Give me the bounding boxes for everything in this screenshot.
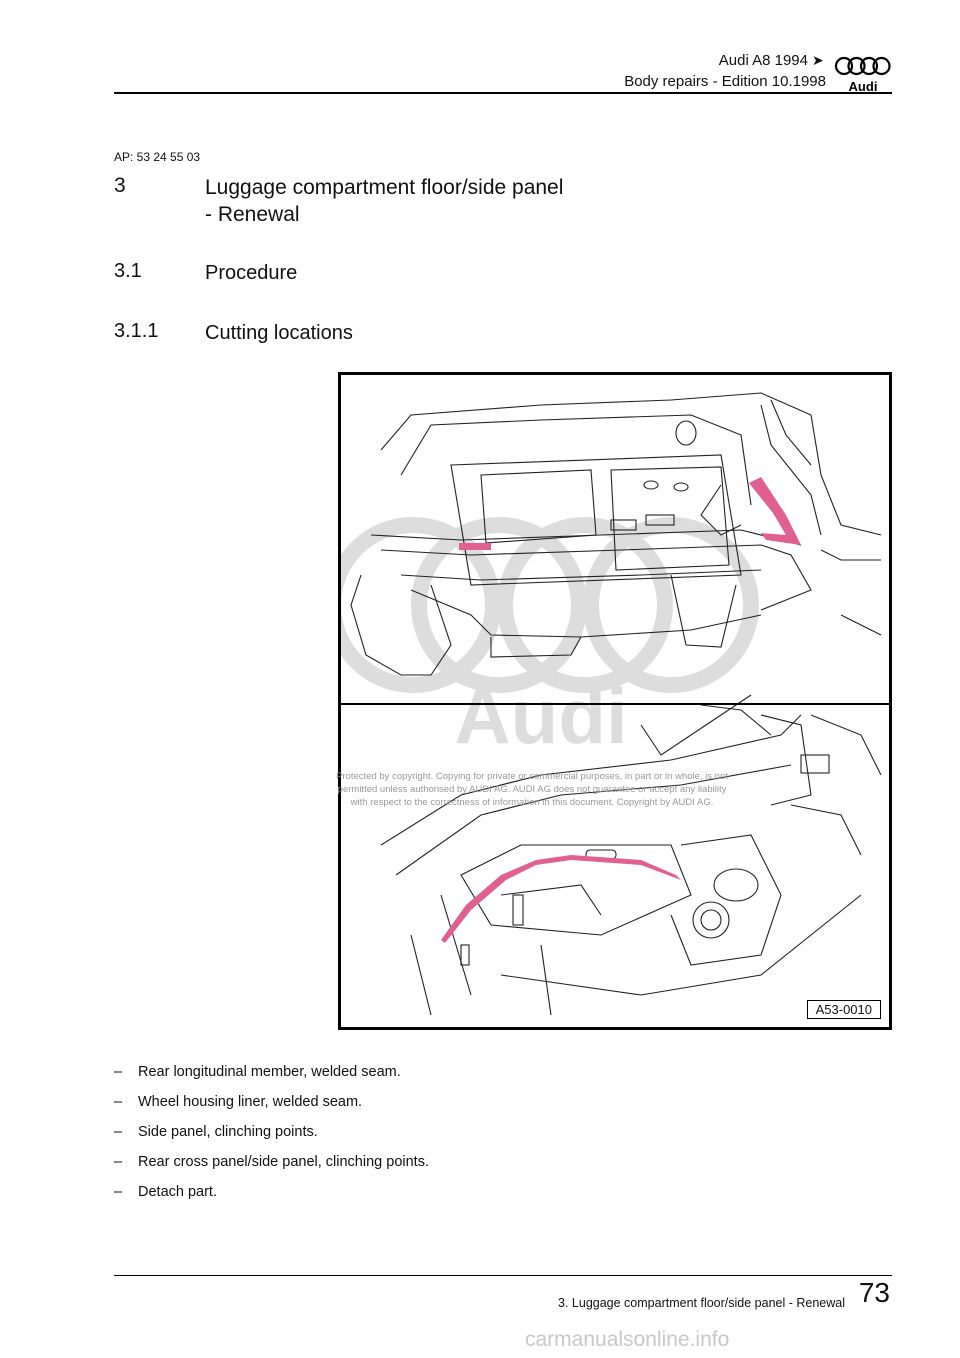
copyright-watermark: Protected by copyright. Copying for priv…	[312, 770, 752, 809]
dash-bullet: –	[114, 1154, 123, 1170]
cut-highlight-upper	[459, 477, 801, 550]
header-model: Audi A8 1994	[718, 52, 808, 69]
cutting-locations-figure: Audi	[338, 372, 892, 1030]
list-item: –Rear longitudinal member, welded seam.	[114, 1064, 874, 1094]
header-rule	[114, 92, 892, 94]
watermark-rings	[341, 517, 759, 693]
heading-3-1-1-number: 3.1.1	[114, 320, 159, 342]
watermark-line-1: Protected by copyright. Copying for priv…	[336, 771, 728, 782]
ap-number: AP: 53 24 55 03	[114, 150, 201, 164]
arrow-icon: ➤	[812, 52, 824, 68]
footer-rule	[114, 1275, 892, 1276]
step-text: Rear longitudinal member, welded seam.	[138, 1064, 401, 1080]
heading-3-1-number: 3.1	[114, 260, 142, 282]
watermark-line-3: with respect to the correctness of infor…	[350, 797, 714, 808]
page-number: 73	[858, 1277, 890, 1308]
upper-view-lines	[350, 392, 882, 676]
figure-drawing: Audi	[341, 392, 882, 1016]
lower-view-lines	[380, 694, 882, 1016]
list-item: –Detach part.	[114, 1184, 874, 1214]
dash-bullet: –	[114, 1064, 123, 1080]
figure-divider	[341, 703, 889, 705]
list-item: –Rear cross panel/side panel, clinching …	[114, 1154, 874, 1184]
heading-3-title: Luggage compartment floor/side panel - R…	[205, 176, 564, 226]
watermark-line-2: permitted unless authorised by AUDI AG. …	[337, 784, 727, 795]
step-text: Wheel housing liner, welded seam.	[138, 1094, 363, 1110]
dash-bullet: –	[114, 1094, 123, 1110]
header-edition: Body repairs - Edition 10.1998	[624, 73, 826, 90]
audi-logo-text: Audi	[849, 79, 878, 94]
heading-3-1-title: Procedure	[205, 262, 298, 284]
figure-label: A53-0010	[806, 1000, 881, 1019]
watermark-audi-letters: Audi	[454, 672, 627, 760]
cut-highlight-lower	[441, 855, 681, 943]
footer-section-title: 3. Luggage compartment floor/side panel …	[558, 1296, 845, 1310]
site-watermark: carmanualsonline.info	[525, 1328, 730, 1351]
step-list: –Rear longitudinal member, welded seam. …	[114, 1064, 874, 1214]
list-item: –Wheel housing liner, welded seam.	[114, 1094, 874, 1124]
heading-3-number: 3	[114, 174, 126, 197]
step-text: Detach part.	[138, 1184, 217, 1200]
list-item: –Side panel, clinching points.	[114, 1124, 874, 1154]
step-text: Side panel, clinching points.	[138, 1124, 318, 1140]
dash-bullet: –	[114, 1184, 123, 1200]
dash-bullet: –	[114, 1124, 123, 1140]
audi-logo: Audi	[834, 56, 891, 94]
heading-3-1-1-title: Cutting locations	[205, 322, 353, 344]
step-text: Rear cross panel/side panel, clinching p…	[138, 1154, 429, 1170]
